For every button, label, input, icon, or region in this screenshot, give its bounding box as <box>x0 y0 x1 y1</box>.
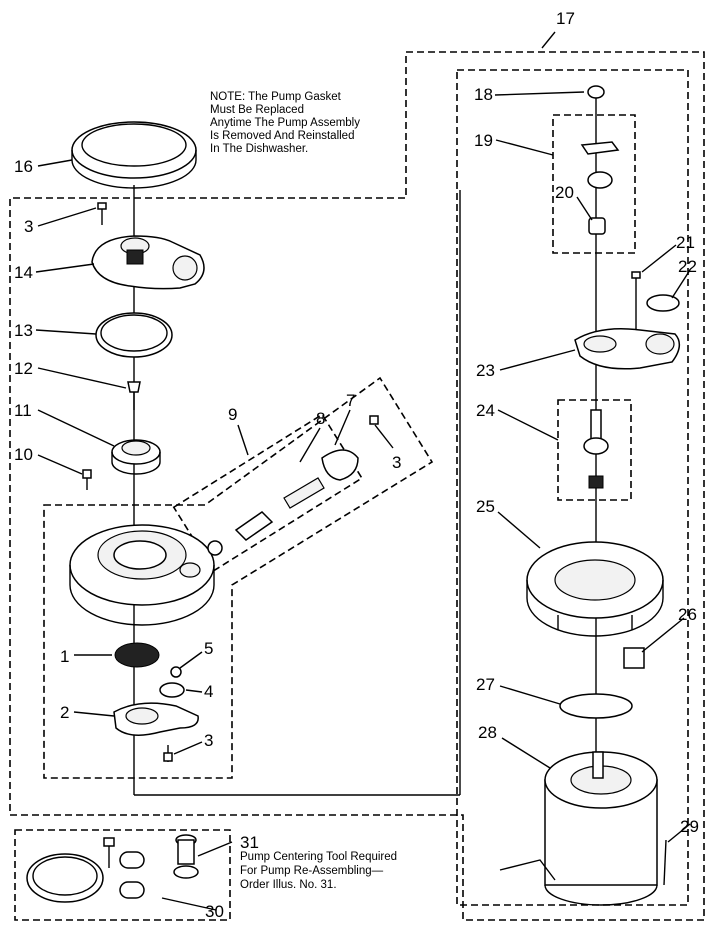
screw-12 <box>127 381 141 410</box>
seal-22 <box>646 294 680 312</box>
plate-23 <box>574 328 681 370</box>
callout-23: 23 <box>476 361 495 380</box>
ball-5 <box>170 666 182 678</box>
screw-3-lower <box>163 745 173 762</box>
pump-assembly-outline <box>9 51 705 921</box>
impeller-11 <box>111 439 161 475</box>
cover-gasket-13 <box>95 312 173 358</box>
callout-31: 31 <box>240 833 259 852</box>
callout-12: 12 <box>14 359 33 378</box>
screw-3-top <box>97 202 107 225</box>
callout-17: 17 <box>556 9 575 28</box>
callout-24: 24 <box>476 401 495 420</box>
svg-text:Order Illus. No. 31.: Order Illus. No. 31. <box>240 879 337 891</box>
callout-29: 29 <box>680 817 699 836</box>
ring-4 <box>159 682 185 698</box>
callout-3c: 3 <box>204 731 213 750</box>
callout-14: 14 <box>14 263 33 282</box>
callout-7: 7 <box>346 391 355 410</box>
callout-1: 1 <box>60 647 69 666</box>
disc-27 <box>559 693 633 719</box>
callout-27: 27 <box>476 675 495 694</box>
callout-4: 4 <box>204 682 213 701</box>
check-valve-parts <box>207 415 379 556</box>
pump-gasket-16 <box>71 121 197 189</box>
pump-housing <box>69 524 215 626</box>
svg-text:Anytime The Pump Assembly: Anytime The Pump Assembly <box>210 117 360 129</box>
callout-9: 9 <box>228 405 237 424</box>
centering-tool-31 <box>173 834 199 879</box>
pump-cover-14 <box>91 235 205 290</box>
clip-26 <box>623 647 645 669</box>
svg-text:In The Dishwasher.: In The Dishwasher. <box>210 143 308 155</box>
svg-text:Is Removed And Reinstalled: Is Removed And Reinstalled <box>210 130 354 142</box>
callout-11: 11 <box>14 401 32 420</box>
callout-25: 25 <box>476 497 495 516</box>
motor-28 <box>499 751 658 906</box>
callout-3b: 3 <box>392 453 401 472</box>
callout-20: 20 <box>555 183 574 202</box>
motor-assembly-outline <box>456 69 689 906</box>
screw-29 <box>663 839 667 886</box>
centering-tool-note: Pump Centering Tool Required For Pump Re… <box>240 851 397 891</box>
callout-8: 8 <box>316 409 325 428</box>
callout-21: 21 <box>676 233 695 252</box>
motor-mount-25 <box>526 541 664 637</box>
nut-18 <box>587 85 605 99</box>
shaft-seal-kit-outline <box>557 399 632 501</box>
seal-kit-24 <box>583 409 609 489</box>
callout-28: 28 <box>478 723 497 742</box>
callout-5: 5 <box>204 639 213 658</box>
callout-3a: 3 <box>24 217 33 236</box>
callout-18: 18 <box>474 85 493 104</box>
leader-lines <box>35 31 691 911</box>
callout-16: 16 <box>14 157 33 176</box>
svg-text:Must Be Replaced: Must Be Replaced <box>210 104 304 116</box>
callout-19: 19 <box>474 131 493 150</box>
service-kit-parts <box>26 837 145 903</box>
bracket-2 <box>113 702 199 736</box>
impeller-kit-parts <box>580 141 620 235</box>
svg-text:NOTE: The Pump Gasket: NOTE: The Pump Gasket <box>210 91 342 103</box>
callout-13: 13 <box>14 321 33 340</box>
strainer-1 <box>114 642 160 668</box>
service-kit-outline <box>14 829 231 921</box>
pump-gasket-note: NOTE: The Pump Gasket Must Be Replaced A… <box>210 91 360 155</box>
callout-10: 10 <box>14 445 33 464</box>
callout-26: 26 <box>678 605 697 624</box>
svg-text:Pump Centering Tool Required: Pump Centering Tool Required <box>240 851 397 863</box>
callout-2: 2 <box>60 703 69 722</box>
svg-text:For Pump Re-Assembling—: For Pump Re-Assembling— <box>240 865 384 877</box>
callout-30: 30 <box>205 902 224 921</box>
callout-22: 22 <box>678 257 697 276</box>
screw-10 <box>82 469 92 490</box>
housing-group-outline <box>43 376 434 779</box>
